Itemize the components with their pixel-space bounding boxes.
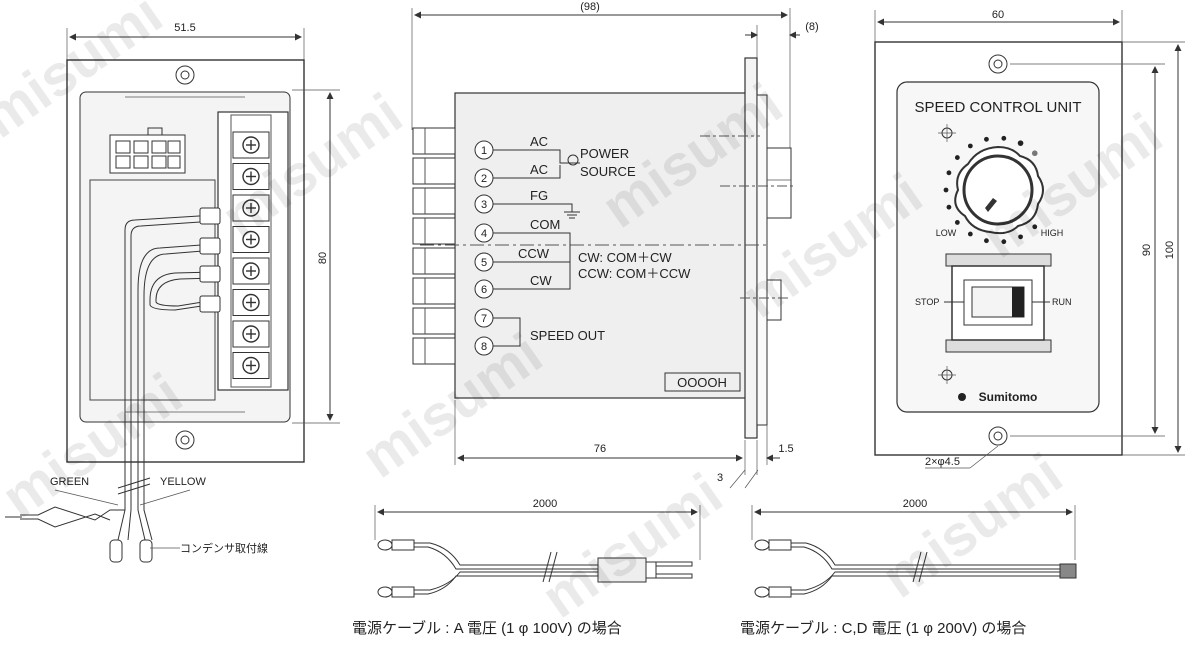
cw-note: CW: COM＋CW <box>578 250 672 265</box>
run-label: RUN <box>1052 297 1072 307</box>
terminal-number: 3 <box>481 199 487 211</box>
terminal-number: 6 <box>481 284 487 296</box>
front-panel <box>896 81 1100 413</box>
front-view: 60 SPEED CONTROL UNIT LOW HIGH <box>874 9 1185 469</box>
power-source-line1: POWER <box>580 146 629 161</box>
ccw-note: CCW: COM＋CCW <box>578 266 691 281</box>
high-label: HIGH <box>1041 228 1064 238</box>
terminal-number: 2 <box>481 173 487 185</box>
terminal-number: 1 <box>481 145 487 157</box>
cable-cd-length: 2000 <box>903 498 927 510</box>
stop-label: STOP <box>915 297 939 307</box>
model-box: OOOOH <box>677 375 727 390</box>
front-hole-top <box>988 54 1008 74</box>
terminal-label: SPEED OUT <box>530 328 605 343</box>
terminal-number: 8 <box>481 341 487 353</box>
terminal-label: COM <box>530 217 560 232</box>
cable-a-length: 2000 <box>533 498 557 510</box>
mount-hole-top <box>175 65 195 85</box>
brand-name: Sumitomo <box>979 390 1038 404</box>
cable-cd: 2000 電源ケーブル : C,D 電圧 (1 φ 200V) の場合 <box>740 498 1077 637</box>
terminal-number: 5 <box>481 257 487 269</box>
left-dim-width: 51.5 <box>174 22 195 34</box>
low-label: LOW <box>936 228 957 238</box>
side-dim-front: (8) <box>805 21 818 33</box>
speed-dial <box>943 135 1044 245</box>
brand-logo-icon <box>958 393 966 401</box>
wire-green-label: GREEN <box>50 476 89 488</box>
terminal-label: FG <box>530 188 548 203</box>
front-dim-width: 60 <box>992 9 1004 21</box>
power-source-line2: SOURCE <box>580 164 636 179</box>
cable-cd-caption: 電源ケーブル : C,D 電圧 (1 φ 200V) の場合 <box>740 619 1026 637</box>
panel-title: SPEED CONTROL UNIT <box>915 99 1082 116</box>
terminal-label: AC <box>530 134 548 149</box>
mount-hole-bottom <box>175 430 195 450</box>
left-dim-height: 80 <box>317 252 329 264</box>
left-view: 51.5 <box>5 22 340 563</box>
terminal-label: CW <box>530 273 552 288</box>
terminal-label: CCW <box>518 246 550 261</box>
hole-note: 2×φ4.5 <box>925 456 960 468</box>
cable-a-caption: 電源ケーブル : A 電圧 (1 φ 100V) の場合 <box>352 619 622 637</box>
front-dim-inner-height: 90 <box>1141 244 1153 256</box>
terminal-label: AC <box>530 162 548 177</box>
side-dim-gap: 3 <box>717 472 723 484</box>
terminal-number: 7 <box>481 313 487 325</box>
cable-a: 2000 電源ケーブル : A 電圧 (1 φ 100V) の場合 <box>352 498 701 637</box>
front-hole-bottom <box>988 426 1008 446</box>
side-dim-total: (98) <box>580 1 600 13</box>
side-dim-plate: 1.5 <box>778 443 793 455</box>
side-dim-body: 76 <box>594 443 606 455</box>
stop-run-switch <box>945 253 1052 353</box>
capacitor-wire-label: コンデンサ取付線 <box>180 541 268 555</box>
plug <box>597 557 647 583</box>
wire-yellow-label: YELLOW <box>160 476 206 488</box>
front-dim-outer-height: 100 <box>1164 241 1176 259</box>
terminal-number: 4 <box>481 228 487 240</box>
svg-text:misumi: misumi <box>530 461 734 631</box>
